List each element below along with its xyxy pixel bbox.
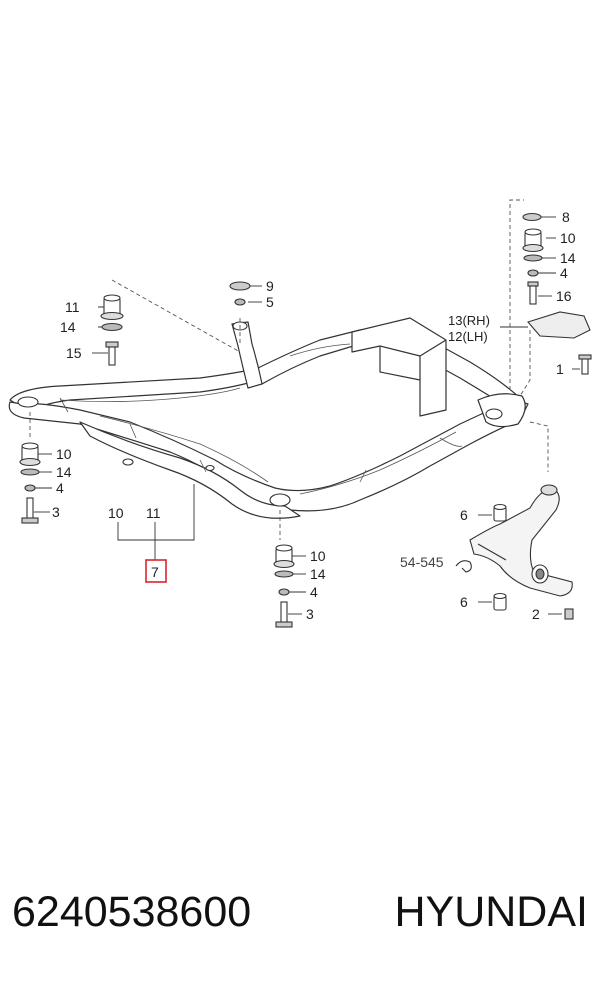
callout-4-top: 4 [560,265,568,281]
hardware-parts [19,212,592,628]
nut-left-front [24,484,36,492]
callout-15: 15 [66,345,82,361]
callout-10-left: 10 [56,446,72,462]
nut-center-top [234,298,246,306]
washer-center-top [229,281,251,291]
subframe-crossmember [8,317,529,519]
subframe-exploded-diagram: 11 14 15 9 5 8 10 14 4 16 13(RH) 12(LH) … [8,199,592,628]
bushing-mid-front [273,544,295,569]
reference-54-545: 54-545 [400,554,444,570]
callout-4-left: 4 [56,480,64,496]
bushing-right-top [522,228,544,253]
bushing-6-top [493,503,507,522]
part-number: 6240538600 [12,887,252,936]
bushing-left-rear [100,294,124,321]
callout-9: 9 [266,278,274,294]
reference-arrow-icon [455,560,472,573]
callout-11-left: 11 [65,299,80,315]
bushing-left-front [19,442,41,467]
bushing-arm-rear [531,564,549,584]
callout-10-top: 10 [560,230,576,246]
callout-16: 16 [556,288,572,304]
ball-joint [540,484,558,496]
callout-3-left: 3 [52,504,60,520]
callout-labels: 11 14 15 9 5 8 10 14 4 16 13(RH) 12(LH) … [52,209,576,622]
callout-10-sub: 10 [108,505,124,521]
bolt-mid-front [275,601,293,628]
washer-left-front [20,468,40,476]
bolt-bracket [578,354,592,375]
callout-10-mid: 10 [310,548,326,564]
callout-7: 7 [151,564,159,580]
callout-5: 5 [266,294,274,310]
washer-mid-front [274,570,294,578]
highlight-box-part-7 [145,559,167,583]
callout-14-left: 14 [60,319,76,335]
callout-6-top: 6 [460,507,468,523]
nut-right-top [527,269,539,277]
nut-2 [564,608,574,620]
callout-14-top: 14 [560,250,576,266]
callout-1: 1 [556,361,564,377]
callout-2: 2 [532,606,540,622]
callout-4-mid: 4 [310,584,318,600]
callout-14-mid: 14 [310,566,326,582]
bushing-6-bottom [493,592,507,611]
subframe-detail-lines [59,343,463,495]
bolt-right-top [527,281,539,305]
leader-lines [34,216,580,615]
part-footer: 6240538600 HYUNDAI [0,872,600,952]
bolt-left-rear [105,341,119,366]
brand-name: HYUNDAI [394,887,588,936]
mount-bracket [527,311,591,339]
callout-14-left-2: 14 [56,464,72,480]
callout-6-bottom: 6 [460,594,468,610]
callout-11-sub: 11 [146,505,161,521]
lower-control-arm [469,487,573,597]
callout-3-mid: 3 [306,606,314,622]
callout-13-rh: 13(RH) [448,313,490,328]
subframe-mount-bosses [17,321,503,507]
callout-12-lh: 12(LH) [448,329,488,344]
bolt-left-front [21,497,39,524]
washer-left-rear [101,322,123,332]
callout-8: 8 [562,209,570,225]
washer-right-top-2 [523,254,543,262]
nut-mid-front [278,588,290,596]
washer-right-top [522,212,542,222]
